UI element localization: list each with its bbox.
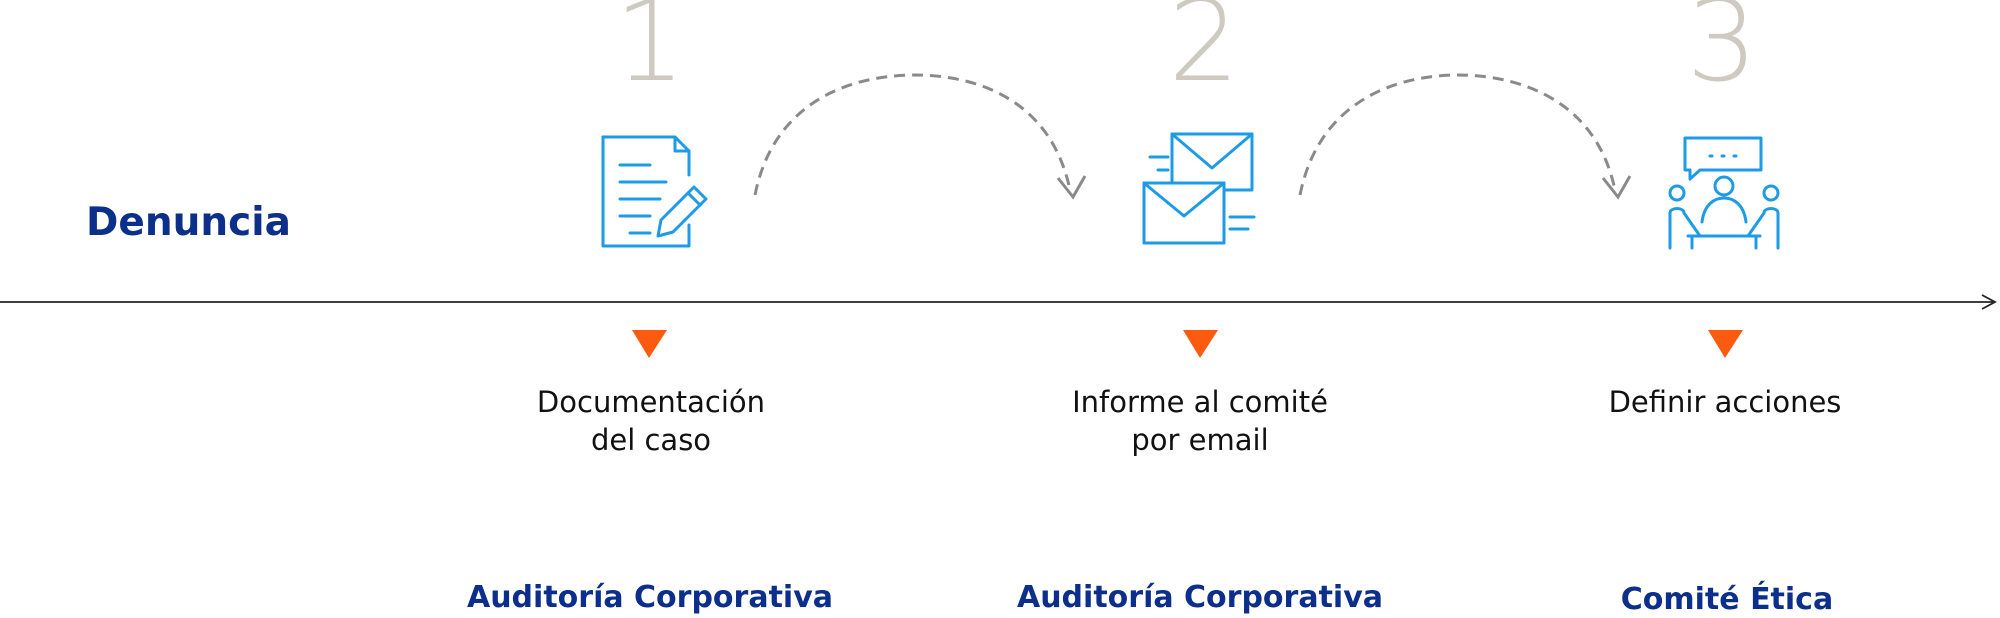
step-2-label-line1: Informe al comité — [1072, 385, 1328, 419]
step-3-owner: Comité Ética — [1620, 582, 1834, 617]
step-2-label-line2: por email — [1131, 423, 1269, 457]
step-1-label-line2: del caso — [590, 423, 712, 457]
email-icon — [1142, 132, 1256, 245]
step-1-owner: Auditoría Corporativa — [466, 580, 834, 615]
step-3-number: 3 — [1686, 0, 1758, 107]
step-2-number: 2 — [1168, 0, 1240, 107]
step-1-label: Documentación del caso — [481, 383, 821, 459]
step-3-label-line1: Definir acciones — [1608, 385, 1842, 419]
step-1-marker — [632, 330, 667, 358]
curved-arrow-1-2-head — [1056, 175, 1087, 200]
curved-arrow-2-3 — [1298, 73, 1617, 196]
step-2-label: Informe al comité por email — [1030, 383, 1370, 459]
step-1-number: 1 — [614, 0, 686, 107]
step-2-marker — [1183, 330, 1218, 358]
document-pen-icon — [601, 135, 708, 248]
step-2-owner: Auditoría Corporativa — [1016, 580, 1384, 615]
step-3-marker — [1708, 330, 1743, 358]
meeting-icon — [1668, 136, 1780, 250]
timeline-arrow — [0, 294, 1997, 310]
step-3-label: Definir acciones — [1555, 383, 1895, 421]
diagram-title: Denuncia — [86, 200, 291, 245]
curved-arrow-2-3-head — [1601, 175, 1632, 200]
step-1-label-line1: Documentación — [536, 385, 766, 419]
curved-arrow-1-2 — [753, 73, 1072, 196]
